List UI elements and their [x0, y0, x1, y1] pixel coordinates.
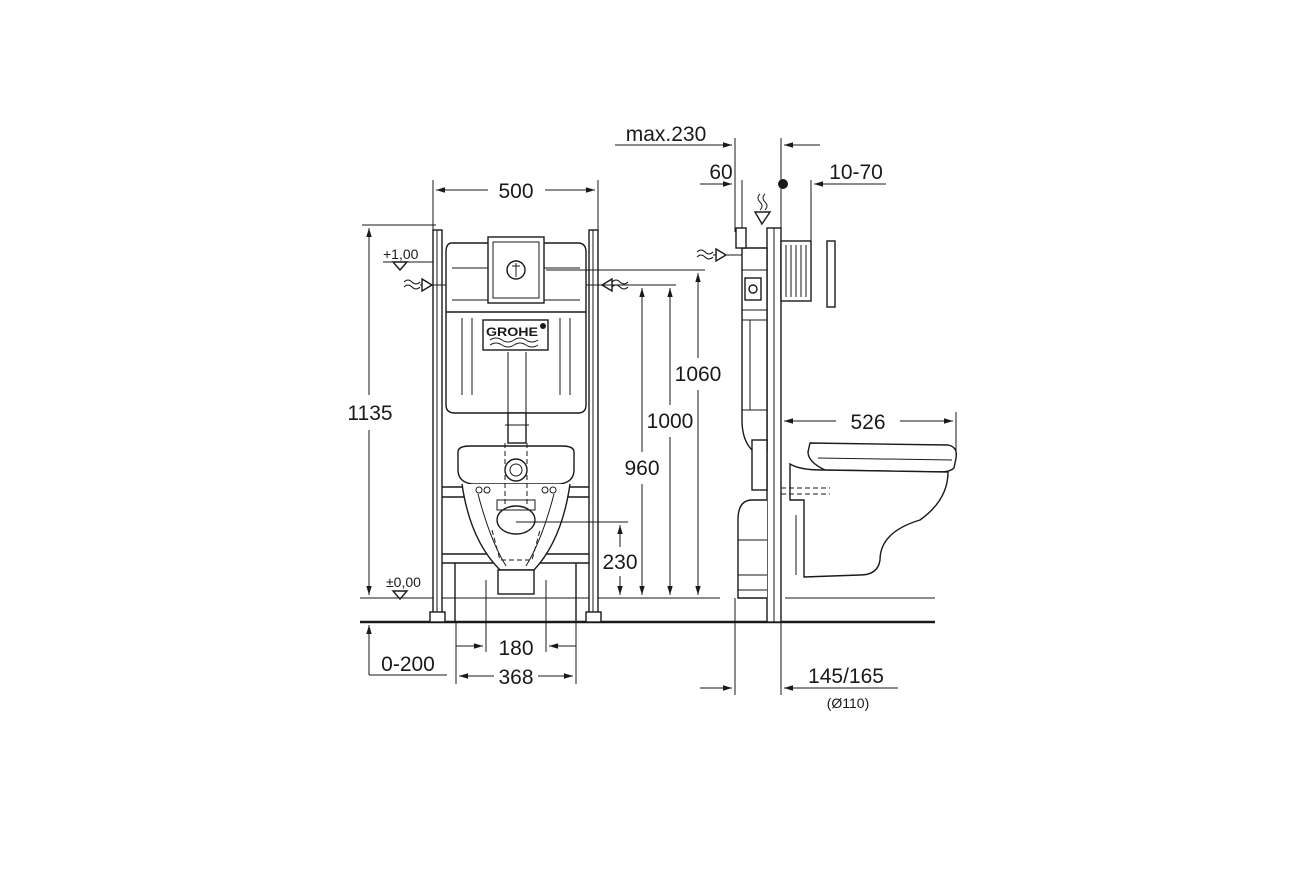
- cistern-side: [735, 227, 768, 491]
- dim-floor-0-200: 0-200: [381, 653, 435, 676]
- dim-projection-526: 526: [850, 411, 885, 434]
- side-view: [696, 193, 958, 623]
- dim-width-368: 368: [498, 666, 533, 689]
- front-dimensions: 500 1135 +1,00 ±0,00 1060 1000 960 230: [347, 180, 721, 689]
- dim-pipe-diameter: (Ø110): [827, 695, 870, 711]
- dim-height-960: 960: [624, 457, 659, 480]
- brand-logo: GROHE: [486, 325, 538, 339]
- drain-pipe: [734, 499, 767, 622]
- frame-side: [766, 227, 782, 623]
- flush-plate-side: [780, 240, 836, 308]
- floor-line: [360, 597, 935, 624]
- frame-left-upright: [429, 229, 446, 623]
- wc-side: [781, 442, 958, 578]
- side-dimensions: max.230 60 10-70 526 145/165 (Ø110): [615, 123, 957, 711]
- dim-height-1060: 1060: [675, 363, 722, 386]
- dim-pipe-145-165: 145/165: [808, 665, 884, 688]
- dim-wall-10-70: 10-70: [829, 161, 883, 184]
- cistern: GROHE: [445, 236, 587, 414]
- front-view: GROHE: [403, 229, 629, 623]
- dim-height-230: 230: [602, 551, 637, 574]
- wc-bowl-front: [457, 443, 575, 595]
- dim-depth-60: 60: [709, 161, 732, 184]
- dim-height-1000: 1000: [647, 410, 694, 433]
- level-plus-100: +1,00: [383, 246, 419, 262]
- water-inlet-side-icon: [696, 193, 772, 263]
- dim-max-230: max.230: [626, 123, 707, 146]
- dim-width-500: 500: [498, 180, 533, 203]
- dim-height-1135: 1135: [347, 402, 392, 425]
- dim-width-180: 180: [498, 637, 533, 660]
- water-inlet-left-icon: [403, 277, 446, 293]
- level-zero: ±0,00: [386, 574, 421, 590]
- frame-right-upright: [585, 229, 602, 623]
